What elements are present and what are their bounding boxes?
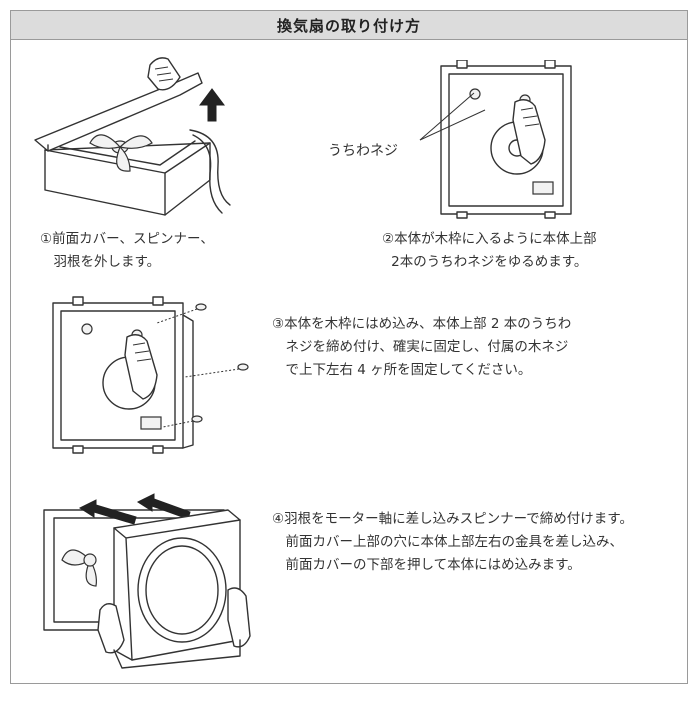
hand-icon (227, 587, 251, 648)
utiwa-screw-callout: うちわネジ (328, 143, 398, 159)
step-3-caption: ③本体を木枠にはめ込み、本体上部 2 本のうちわ ネジを締め付け、確実に固定し、… (272, 316, 572, 378)
hand-icon (512, 99, 546, 165)
screw-icon (156, 303, 249, 428)
step3-illustration (52, 296, 249, 454)
step1-illustration (34, 57, 231, 216)
step2-illustration (440, 60, 572, 219)
fan-blade-icon (89, 134, 153, 172)
page-title: 換気扇の取り付け方 (276, 16, 421, 35)
push-arrow-icon (78, 493, 191, 525)
step4-illustration (43, 493, 251, 669)
fan-blade-icon (61, 549, 97, 587)
arrow-up-icon (199, 88, 225, 122)
instruction-panel: 換気扇の取り付け方 (10, 10, 688, 684)
step-1-caption: ①前面カバー、スピンナー、 羽根を外します。 (40, 231, 214, 270)
step-4-caption: ④羽根をモーター軸に差し込みスピンナーで締め付けます。 前面カバー上部の穴に本体… (272, 511, 633, 573)
step-2-caption: ②本体が木枠に入るように本体上部 2本のうちわネジをゆるめます。 (382, 231, 597, 270)
callout-lines (419, 92, 486, 141)
panel-header: 換気扇の取り付け方 (11, 11, 687, 40)
hand-icon (97, 603, 125, 654)
hand-icon (124, 334, 158, 400)
